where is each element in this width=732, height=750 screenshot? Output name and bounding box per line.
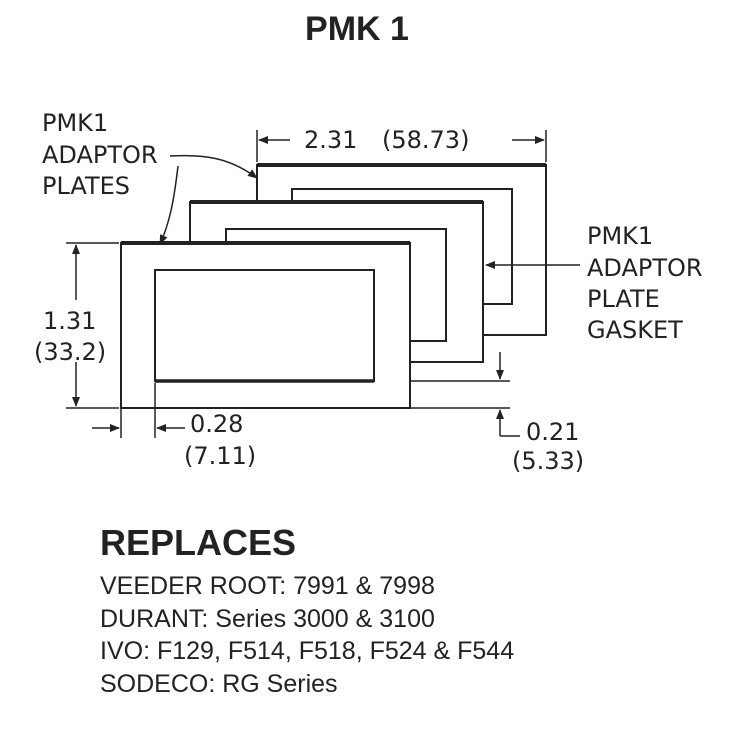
plates-leader-front (159, 165, 179, 245)
width-dimension (256, 130, 547, 162)
replaces-item: VEEDER ROOT: 7991 & 7998 (100, 572, 435, 600)
replaces-heading: REPLACES (100, 522, 297, 563)
svg-text:ADAPTOR: ADAPTOR (587, 254, 703, 282)
replaces-item: SODECO: RG Series (100, 669, 338, 698)
border-dimension-mm: (7.11) (184, 442, 256, 470)
replaces-item: IVO: F129, F514, F518, F524 & F544 (100, 637, 515, 665)
border-dimension (92, 383, 185, 438)
svg-text:PLATE: PLATE (587, 285, 660, 313)
svg-text:PMK1: PMK1 (587, 222, 653, 250)
plates-label: PMK1 ADAPTOR PLATES (42, 109, 158, 200)
svg-text:PMK1: PMK1 (42, 109, 108, 137)
replaces-list: VEEDER ROOT: 7991 & 7998 DURANT: Series … (100, 570, 514, 700)
depth-dimension-mm: (5.33) (512, 447, 584, 475)
page-title: PMK 1 (305, 10, 409, 48)
svg-text:PLATES: PLATES (42, 172, 130, 200)
depth-dimension (410, 352, 520, 437)
replaces-item: DURANT: Series 3000 & 3100 (100, 604, 435, 633)
width-dimension-inches: 2.31 (304, 126, 357, 154)
svg-text:ADAPTOR: ADAPTOR (42, 141, 158, 169)
border-dimension-inches: 0.28 (190, 410, 243, 438)
height-dimension-mm: (33.2) (34, 338, 106, 366)
gasket-label: PMK1 ADAPTOR PLATE GASKET (587, 222, 703, 344)
height-dimension (66, 242, 119, 409)
height-dimension-inches: 1.31 (43, 307, 96, 335)
depth-dimension-inches: 0.21 (526, 418, 579, 446)
front-adaptor-plate (120, 241, 411, 409)
svg-text:GASKET: GASKET (587, 316, 683, 344)
plates-leader-back (169, 154, 258, 179)
width-dimension-mm: (58.73) (382, 126, 469, 154)
